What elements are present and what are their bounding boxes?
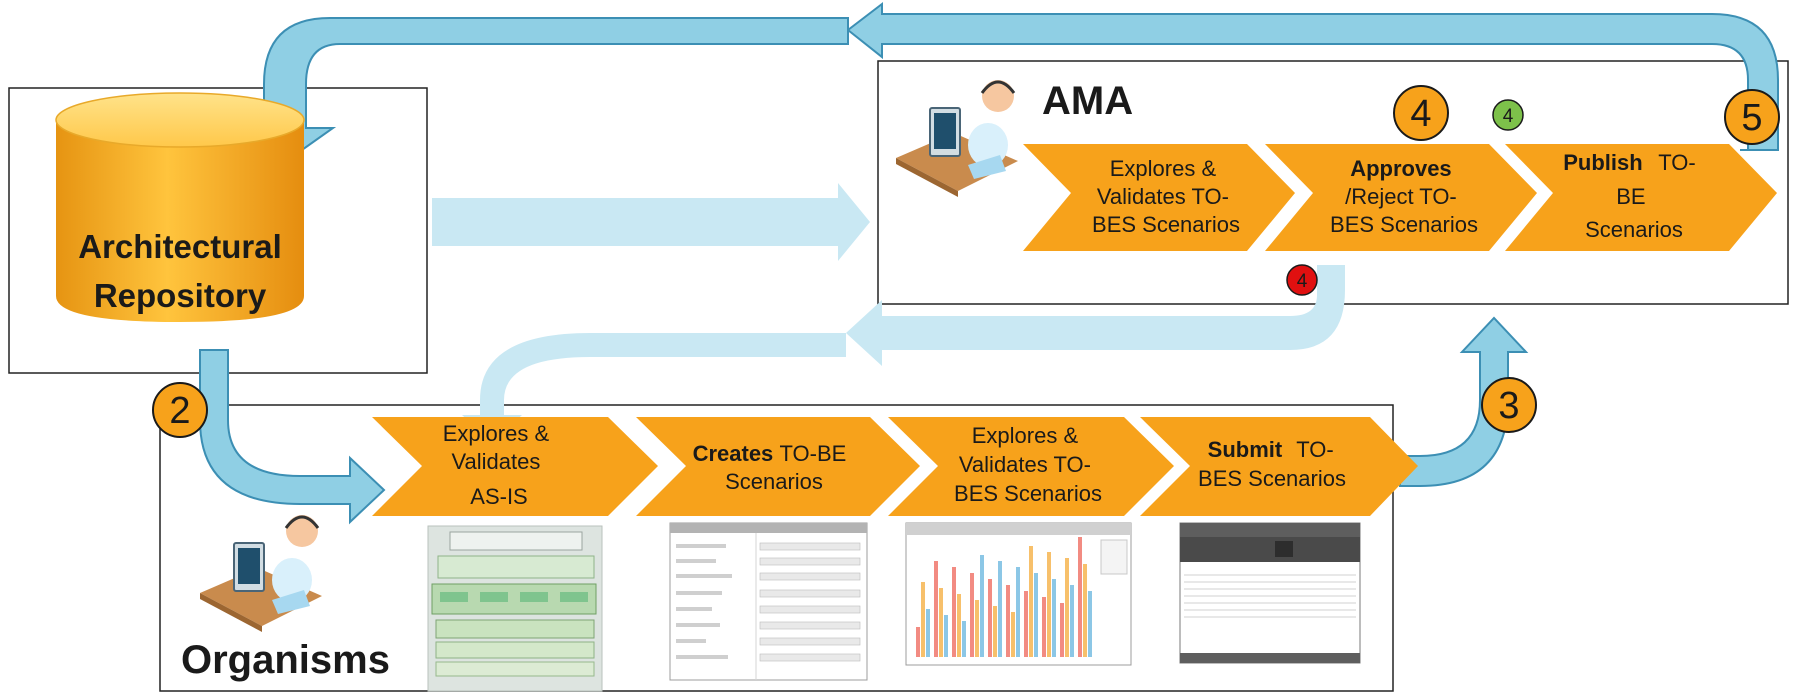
badge-publish-step bbox=[1724, 89, 1780, 145]
ama-step-1-line3: BES Scenarios bbox=[1092, 212, 1240, 237]
thumbnail-property-form bbox=[669, 522, 868, 681]
ama-step-2-bold: Approves bbox=[1350, 156, 1451, 181]
org-step-1-line2: Validates bbox=[452, 449, 541, 474]
thumbnail-bar bbox=[957, 594, 961, 657]
thumbnail-bar bbox=[970, 573, 974, 657]
user-at-desk-icon bbox=[200, 515, 322, 632]
badge-approve-step-label: 4 bbox=[1410, 93, 1431, 135]
thumbnail-bar bbox=[988, 579, 992, 657]
ama-step-1-line1: Explores & bbox=[1110, 156, 1217, 181]
org-step-4-bold: Submit bbox=[1208, 437, 1283, 462]
thumbnail-bar bbox=[1047, 552, 1051, 657]
thumbnail-bar bbox=[1042, 597, 1046, 657]
thumbnail-bar bbox=[934, 561, 938, 657]
org-step-4-line1: TO- bbox=[1296, 437, 1333, 462]
repository-to-ama-arrow bbox=[432, 183, 870, 261]
thumbnail-bar bbox=[993, 606, 997, 657]
ama-step-1-line2: Validates TO- bbox=[1097, 184, 1229, 209]
thumbnail-bar bbox=[944, 615, 948, 657]
org-step-1-line1: Explores & bbox=[443, 421, 550, 446]
thumbnail-bar-chart bbox=[905, 522, 1132, 666]
thumbnail-bar bbox=[1029, 546, 1033, 657]
org-step-3-line1: Explores & bbox=[972, 423, 1079, 448]
thumbnail-bar bbox=[1011, 612, 1015, 657]
org-step-4-chevron[interactable] bbox=[1140, 417, 1418, 516]
thumbnail-bar bbox=[1052, 579, 1056, 657]
repository-label-line2: Repository bbox=[94, 277, 267, 314]
thumbnail-scenario-list bbox=[1179, 522, 1361, 664]
badge-repository-to-organisms-label: 2 bbox=[169, 390, 190, 432]
svg-text:Explores & Validates TO-: Explores & Validates TO- BES Scenarios bbox=[1092, 156, 1240, 237]
repository-cylinder-icon bbox=[55, 92, 305, 322]
thumbnail-bar bbox=[1006, 585, 1010, 657]
ama-step-3-chevron[interactable] bbox=[1505, 144, 1777, 251]
thumbnail-bar bbox=[1065, 558, 1069, 657]
org-step-1-chevron[interactable] bbox=[372, 417, 658, 516]
thumbnail-bar bbox=[916, 627, 920, 657]
org-step-3-line3: BES Scenarios bbox=[954, 481, 1102, 506]
thumbnail-bar bbox=[926, 609, 930, 657]
badge-publish-step-label: 5 bbox=[1741, 97, 1762, 139]
thumbnail-bar bbox=[962, 621, 966, 657]
thumbnail-bar bbox=[939, 588, 943, 657]
thumbnail-bar bbox=[998, 561, 1002, 657]
reject-return-arrow bbox=[846, 265, 1345, 366]
thumbnail-bar bbox=[1083, 564, 1087, 657]
badge-repository-to-organisms bbox=[152, 382, 208, 438]
org-step-2-chevron[interactable] bbox=[636, 417, 920, 516]
org-step-2-line2: Scenarios bbox=[725, 469, 823, 494]
badge-submit-step-label: 3 bbox=[1498, 385, 1519, 427]
ama-step-3-line2: BE bbox=[1616, 184, 1645, 209]
ama-step-2-line2: BES Scenarios bbox=[1330, 212, 1478, 237]
svg-text:Explores & Validates TO-: Explores & Validates TO- BES Scenarios bbox=[954, 423, 1102, 506]
ama-step-3-bold: Publish bbox=[1563, 150, 1642, 175]
ama-step-2-line1: /Reject TO- bbox=[1345, 184, 1457, 209]
ama-step-1-chevron[interactable] bbox=[1023, 144, 1295, 251]
badge-approve-green bbox=[1492, 99, 1524, 131]
thumbnail-architecture-view bbox=[427, 525, 603, 692]
thumbnail-bar bbox=[1060, 603, 1064, 657]
organisms-to-ama-arrow bbox=[1399, 316, 1529, 487]
thumbnail-bar bbox=[1024, 591, 1028, 657]
badge-reject-red-label: 4 bbox=[1297, 271, 1308, 292]
organisms-title: Organisms bbox=[181, 638, 390, 682]
repository-label-line1: Architectural bbox=[78, 228, 282, 265]
thumbnail-bar bbox=[952, 567, 956, 657]
badge-reject-red bbox=[1286, 264, 1318, 296]
thumbnail-bar bbox=[1016, 567, 1020, 657]
thumbnail-bar bbox=[1088, 591, 1092, 657]
repository-to-organisms-arrow bbox=[199, 349, 386, 525]
org-step-2-bold: Creates bbox=[693, 441, 774, 466]
org-step-4-line2: BES Scenarios bbox=[1198, 466, 1346, 491]
ama-step-3-line1: TO- bbox=[1658, 150, 1695, 175]
ama-step-3-line3: Scenarios bbox=[1585, 217, 1683, 242]
org-step-2-line1: TO-BE bbox=[780, 441, 847, 466]
thumbnail-bar bbox=[1034, 573, 1038, 657]
svg-text:Publish TO- BE Sce: Publish TO- BE Scenarios bbox=[1563, 150, 1702, 242]
thumbnail-bar bbox=[975, 600, 979, 657]
svg-text:Approves /Reject TO- B: Approves /Reject TO- BES Scenarios bbox=[1330, 156, 1478, 237]
thumbnail-bar bbox=[980, 555, 984, 657]
badge-approve-green-label: 4 bbox=[1503, 106, 1514, 127]
ama-step-2-chevron[interactable] bbox=[1265, 144, 1537, 251]
thumbnail-bar bbox=[1070, 585, 1074, 657]
org-step-3-chevron[interactable] bbox=[888, 417, 1174, 516]
thumbnail-bar bbox=[1078, 537, 1082, 657]
ama-title: AMA bbox=[1042, 79, 1133, 123]
badge-submit-step bbox=[1481, 377, 1537, 433]
svg-text:Creates TO-BE Scenario: Creates TO-BE Scenarios bbox=[693, 441, 853, 494]
svg-text:Explores & Validates A: Explores & Validates AS-IS bbox=[443, 421, 556, 509]
org-step-1-line3: AS-IS bbox=[470, 484, 527, 509]
org-step-3-line2: Validates TO- bbox=[959, 452, 1091, 477]
svg-text:Submit TO- BES Scenari: Submit TO- BES Scenarios bbox=[1198, 437, 1346, 491]
badge-approve-step bbox=[1393, 85, 1449, 141]
thumbnail-bar bbox=[921, 582, 925, 657]
user-at-desk-icon bbox=[896, 80, 1018, 197]
publish-to-repository-arrow bbox=[846, 1, 1779, 151]
